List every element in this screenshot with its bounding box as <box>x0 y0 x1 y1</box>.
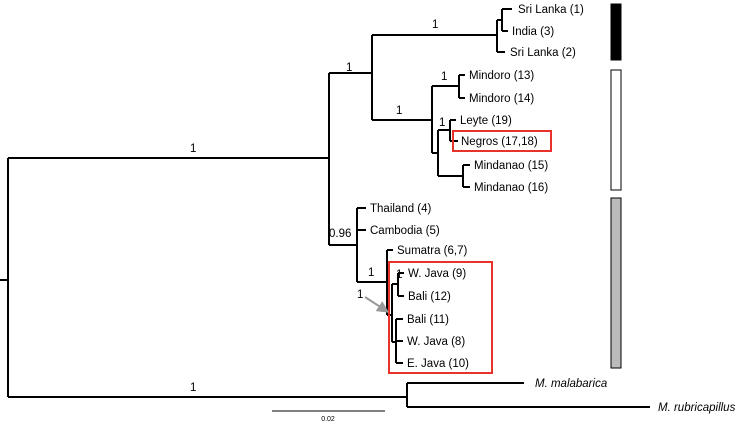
support-south-asia: 1 <box>432 19 438 31</box>
support-big-clade: 1 <box>346 62 352 74</box>
arrow-icon <box>364 296 390 313</box>
tip-sri-lanka-1: Sri Lanka (1) <box>518 4 584 16</box>
tip-sri-lanka-2: Sri Lanka (2) <box>510 47 576 59</box>
tip-mindanao-16: Mindanao (16) <box>474 182 548 194</box>
support-java-bali-arrow: 1 <box>357 289 363 301</box>
support-root-upper: 1 <box>190 143 196 155</box>
tip-mindoro-13: Mindoro (13) <box>469 70 534 82</box>
support-leyte-negros: 1 <box>439 117 445 129</box>
java-bali-highlight-box <box>388 261 493 374</box>
tip-w-java-9: W. Java (9) <box>408 268 466 280</box>
tip-mindanao-15: Mindanao (15) <box>474 160 548 172</box>
support-philippines: 1 <box>396 105 402 117</box>
clade-bar-philippines <box>610 69 622 191</box>
support-java-bali-inner: 1 <box>396 269 402 281</box>
clade-bar-sundaland <box>610 197 622 369</box>
support-sundaland: 0.96 <box>329 228 351 240</box>
tip-bali-11: Bali (11) <box>407 314 449 326</box>
tip-mindoro-14: Mindoro (14) <box>469 93 534 105</box>
tip-leyte-19: Leyte (19) <box>460 115 512 127</box>
negros-highlight-box <box>452 130 552 152</box>
tip-e-java-10: E. Java (10) <box>407 358 469 370</box>
tip-negros-17-18: Negros (17,18) <box>461 136 538 148</box>
tip-bali-12: Bali (12) <box>408 291 451 303</box>
support-mindoro: 1 <box>441 71 447 83</box>
support-root-lower: 1 <box>190 382 196 394</box>
tip-cambodia-5: Cambodia (5) <box>370 225 440 237</box>
tip-w-java-8: W. Java (8) <box>407 336 465 348</box>
tip-m-malabarica: M. malabarica <box>535 378 607 390</box>
tip-thailand-4: Thailand (4) <box>370 203 432 215</box>
scale-bar-label: 0.02 <box>321 416 335 423</box>
tip-m-rubricapillus: M. rubricapillus <box>658 402 736 414</box>
tip-sumatra-6-7: Sumatra (6,7) <box>397 245 467 257</box>
clade-bar-south-asia <box>610 3 622 61</box>
support-java-bali-outer: 1 <box>368 267 374 279</box>
tip-india-3: India (3) <box>512 26 554 38</box>
